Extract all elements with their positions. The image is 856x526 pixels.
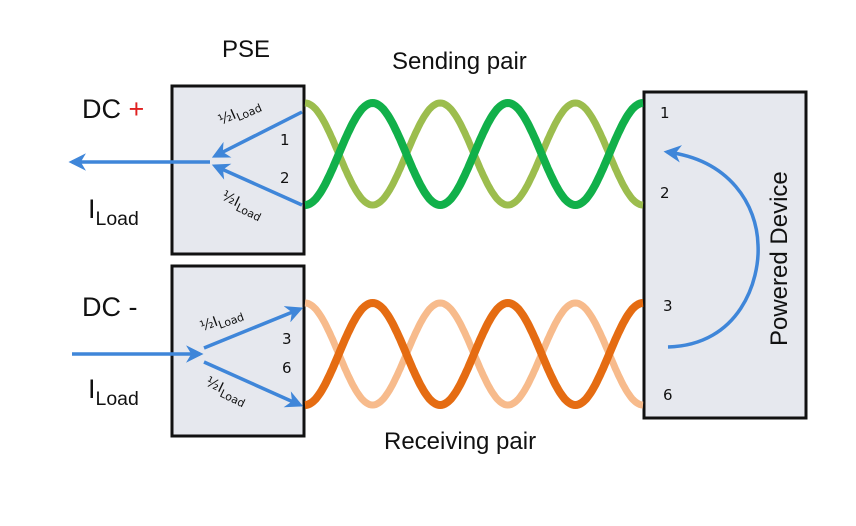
receiving-pair xyxy=(304,298,644,410)
pd-pin-6: 6 xyxy=(663,386,673,404)
i-load-label-top: ILoad xyxy=(88,194,139,231)
arrow-half-load-pin6 xyxy=(203,360,304,408)
powered-device-title: Powered Device xyxy=(766,171,793,346)
pse-pin-1: 1 xyxy=(280,131,290,149)
pd-pin-3: 3 xyxy=(663,297,673,315)
sending-pair-label: Sending pair xyxy=(392,48,527,75)
pse-pin-3: 3 xyxy=(282,330,292,348)
arrow-half-load-pin2 xyxy=(211,163,303,207)
dc-minus-label: DC - xyxy=(82,292,138,322)
arrow-half-load-pin3 xyxy=(203,306,304,350)
dc-plus-label: DC + xyxy=(82,94,144,125)
i-load-main: I xyxy=(88,374,96,404)
receiving-pair-label: Receiving pair xyxy=(384,428,537,455)
pd-pin-2: 2 xyxy=(660,184,670,202)
pse-lower-box xyxy=(170,264,306,438)
pse-title: PSE xyxy=(222,36,271,63)
sending-pair-wire-dark xyxy=(304,98,644,210)
plus-sign: + xyxy=(128,94,145,124)
dc-plus-current-arrows xyxy=(68,110,303,207)
dc-plus-text: DC xyxy=(82,94,129,124)
i-load-label-bottom: ILoad xyxy=(88,374,139,411)
pse-pin-6: 6 xyxy=(282,359,292,377)
dc-minus-current-arrows xyxy=(72,306,304,408)
i-load-main: I xyxy=(88,194,96,224)
i-load-sub: Load xyxy=(95,207,139,230)
pse-upper-box xyxy=(170,84,306,256)
i-load-sub: Load xyxy=(95,387,139,410)
sending-pair xyxy=(304,98,644,210)
pse-pin-2: 2 xyxy=(280,169,290,187)
receiving-pair-wire-dark xyxy=(304,298,644,410)
arrow-half-load-pin1 xyxy=(211,110,303,158)
pd-return-current-arc xyxy=(663,145,760,349)
pd-pin-1: 1 xyxy=(660,104,670,122)
